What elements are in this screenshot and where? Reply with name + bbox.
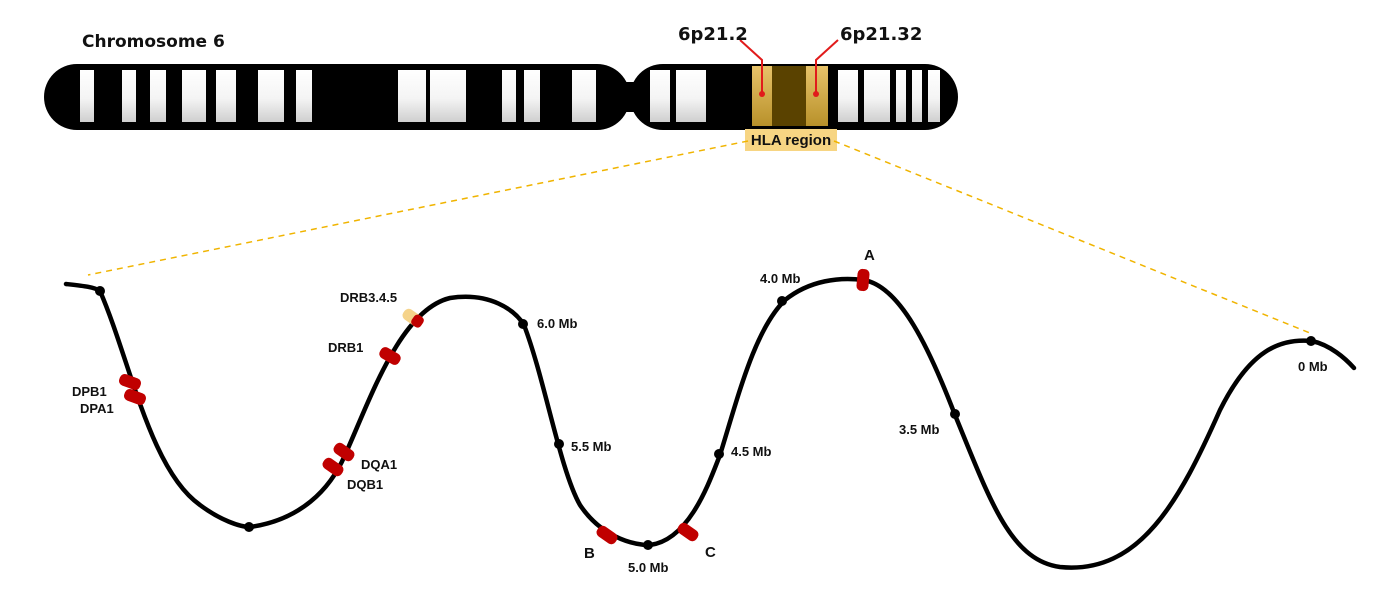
chromosome-band bbox=[524, 70, 540, 122]
band-pointer-dot bbox=[759, 91, 765, 97]
chromosome-band bbox=[502, 70, 516, 122]
chromosome-band bbox=[150, 70, 166, 122]
gene-label-drb1: DRB1 bbox=[328, 340, 363, 355]
gene-label-b: B bbox=[584, 545, 595, 562]
hla-region-label-box bbox=[745, 129, 837, 151]
map-tick-dot bbox=[777, 296, 787, 306]
genomic-map-curve bbox=[63, 276, 1357, 570]
chromosome-band bbox=[296, 70, 312, 122]
chromosome-band bbox=[398, 70, 426, 122]
map-tick-dot bbox=[950, 409, 960, 419]
map-ticks bbox=[95, 286, 1316, 550]
chromosome-band bbox=[182, 70, 206, 122]
gene-marker-dpa1 bbox=[124, 389, 146, 405]
tick-label-5-0mb: 5.0 Mb bbox=[628, 560, 669, 575]
chromosome-band bbox=[896, 70, 906, 122]
chromosome-band bbox=[430, 70, 466, 122]
map-tick-dot bbox=[244, 522, 254, 532]
gene-label-drb3-4-5: DRB3.4.5 bbox=[340, 290, 397, 305]
gene-label-dqb1: DQB1 bbox=[347, 477, 383, 492]
chromosome-band bbox=[838, 70, 858, 122]
chromosome-title: Chromosome 6 bbox=[82, 32, 225, 52]
tick-label-6-0mb: 6.0 Mb bbox=[537, 316, 578, 331]
chromosome-band bbox=[864, 70, 890, 122]
chromosome-band bbox=[912, 70, 922, 122]
band-pointer-line bbox=[815, 39, 839, 94]
map-tick-dot bbox=[714, 449, 724, 459]
tick-label-4-5mb: 4.5 Mb bbox=[731, 444, 772, 459]
hla-region-label: HLA region bbox=[751, 132, 831, 149]
zoom-connector-left bbox=[87, 140, 749, 276]
map-tick-labels: 0 Mb 3.5 Mb 4.0 Mb 4.5 Mb 5.0 Mb 5.5 Mb … bbox=[537, 271, 1328, 575]
gene-marker-dpb1 bbox=[119, 374, 141, 390]
tick-label-3-5mb: 3.5 Mb bbox=[899, 422, 940, 437]
band-pointer-line bbox=[739, 39, 763, 94]
chromosome-band bbox=[572, 70, 596, 122]
chromosome-band bbox=[676, 70, 706, 122]
chromosome-6 bbox=[44, 64, 958, 130]
tick-label-4-0mb: 4.0 Mb bbox=[760, 271, 801, 286]
map-tick-dot bbox=[1306, 336, 1316, 346]
gene-labels: A C B DRB3.4.5 DRB1 DQA1 DQB1 DPB1 DPA1 bbox=[72, 247, 875, 562]
map-tick-dot bbox=[643, 540, 653, 550]
zoom-connector-right bbox=[833, 140, 1311, 334]
tick-label-5-5mb: 5.5 Mb bbox=[571, 439, 612, 454]
chromosome-band bbox=[216, 70, 236, 122]
band-label-6p21-2: 6p21.2 bbox=[678, 24, 748, 45]
band-label-6p21-32: 6p21.32 bbox=[840, 24, 922, 45]
chromosome-band bbox=[80, 70, 94, 122]
gene-marker-c bbox=[677, 522, 699, 542]
chromosome-band bbox=[258, 70, 284, 122]
gene-label-dpb1: DPB1 bbox=[72, 384, 107, 399]
gene-label-a: A bbox=[864, 247, 875, 264]
gene-marker-b bbox=[596, 525, 618, 545]
gene-label-dqa1: DQA1 bbox=[361, 457, 397, 472]
gene-label-c: C bbox=[705, 544, 716, 561]
map-tick-dot bbox=[518, 319, 528, 329]
centromere bbox=[610, 82, 650, 112]
band-pointer-dot bbox=[813, 91, 819, 97]
hla-region-core bbox=[772, 66, 806, 126]
map-tick-dot bbox=[95, 286, 105, 296]
gene-markers bbox=[119, 268, 870, 545]
chromosome-band bbox=[650, 70, 670, 122]
gene-marker-drb1 bbox=[379, 347, 401, 365]
chromosome-band bbox=[122, 70, 136, 122]
map-tick-dot bbox=[554, 439, 564, 449]
gene-marker-dqa1 bbox=[333, 442, 355, 462]
gene-marker-dqb1 bbox=[322, 457, 344, 477]
gene-marker-a bbox=[856, 268, 870, 292]
tick-label-0mb: 0 Mb bbox=[1298, 359, 1328, 374]
gene-marker-drb3-4-5 bbox=[402, 308, 424, 328]
gene-label-dpa1: DPA1 bbox=[80, 401, 114, 416]
band-markers: 6p21.2 6p21.32 bbox=[678, 24, 922, 97]
chromosome-band bbox=[928, 70, 940, 122]
